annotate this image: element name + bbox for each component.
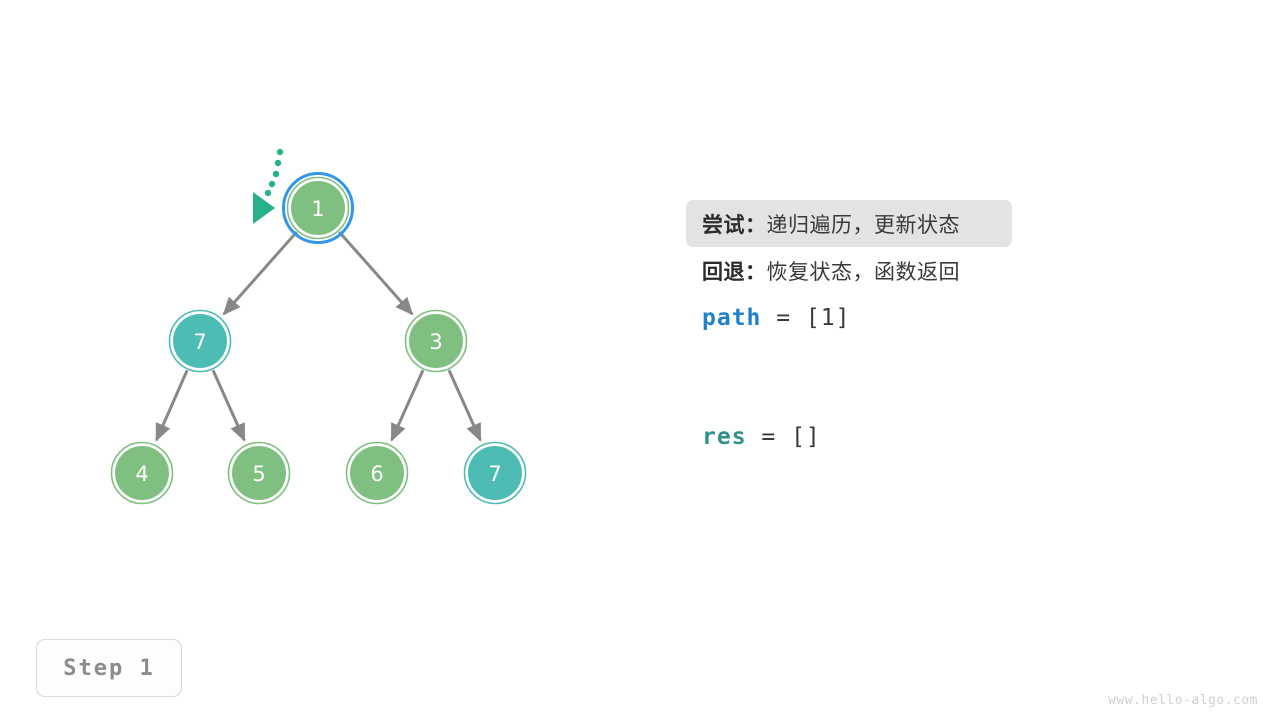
node-outer-ring (345, 441, 409, 505)
node-highlight-ring (282, 172, 354, 244)
site-watermark: www.hello-algo.com (1108, 693, 1258, 708)
node-value-label: 5 (252, 462, 265, 486)
try-line-lead: 尝试： (702, 212, 767, 237)
node-value-label: 7 (488, 462, 501, 486)
tree-edge (447, 369, 482, 442)
path-variable-name: path (702, 304, 762, 331)
binary-tree-graphic: 1 7 3 4 5 6 7 (110, 148, 527, 505)
tree-edge (211, 369, 246, 442)
node-circle[interactable] (291, 181, 345, 235)
tree-node[interactable]: 7 (463, 441, 527, 505)
tree-edges (155, 230, 482, 442)
tree-edge (155, 369, 189, 442)
res-variable-value: = [] (746, 423, 821, 450)
pointer-triangle-icon (253, 192, 275, 224)
path-variable-value: = [1] (761, 304, 851, 331)
recursion-pointer-icon (253, 148, 284, 224)
node-outer-ring (404, 309, 468, 373)
node-outer-ring (286, 176, 350, 240)
node-outer-ring (168, 309, 232, 373)
node-circle[interactable] (468, 446, 522, 500)
backtrack-line-text: 回退：恢复状态，函数返回 (702, 256, 960, 286)
try-line-text: 尝试：递归遍历，更新状态 (702, 209, 960, 239)
node-outer-ring (227, 441, 291, 505)
try-line-body: 递归遍历，更新状态 (766, 212, 960, 237)
tree-node[interactable]: 6 (345, 441, 409, 505)
node-value-label: 6 (370, 462, 383, 486)
backtrack-line-lead: 回退： (702, 259, 767, 284)
node-circle[interactable] (350, 446, 404, 500)
node-circle[interactable] (115, 446, 169, 500)
tree-node[interactable]: 3 (404, 309, 468, 373)
pointer-trail-dot (274, 159, 282, 167)
tree-edge (222, 230, 298, 316)
step-badge: Step 1 (36, 639, 182, 697)
tree-nodes: 1 7 3 4 5 6 7 (110, 172, 527, 505)
node-circle[interactable] (232, 446, 286, 500)
node-circle[interactable] (173, 314, 227, 368)
tree-edge (338, 230, 414, 316)
path-variable-line: path = [1] (686, 294, 1226, 341)
node-value-label: 7 (193, 330, 206, 354)
node-outer-ring (110, 441, 174, 505)
explanation-panel: 尝试：递归遍历，更新状态 回退：恢复状态，函数返回 path = [1] res… (686, 200, 1226, 460)
node-value-label: 1 (311, 197, 324, 221)
tree-edge (390, 369, 425, 442)
panel-spacer (686, 341, 1226, 413)
step-badge-label: Step 1 (63, 655, 155, 681)
tree-node[interactable]: 5 (227, 441, 291, 505)
backtrack-line-body: 恢复状态，函数返回 (766, 259, 960, 284)
pointer-trail-dot (272, 170, 280, 178)
pointer-trail-dot (276, 148, 284, 156)
node-circle[interactable] (409, 314, 463, 368)
tree-node[interactable]: 4 (110, 441, 174, 505)
node-value-label: 3 (429, 330, 442, 354)
pointer-trail-dot (264, 189, 272, 197)
tree-node[interactable]: 1 (282, 172, 354, 244)
res-variable-name: res (702, 423, 747, 450)
try-line: 尝试：递归遍历，更新状态 (686, 200, 1012, 247)
backtrack-line: 回退：恢复状态，函数返回 (686, 247, 1226, 294)
pointer-trail-dot (268, 180, 276, 188)
node-value-label: 4 (135, 462, 148, 486)
tree-node[interactable]: 7 (168, 309, 232, 373)
node-outer-ring (463, 441, 527, 505)
res-variable-line: res = [] (686, 413, 1226, 460)
